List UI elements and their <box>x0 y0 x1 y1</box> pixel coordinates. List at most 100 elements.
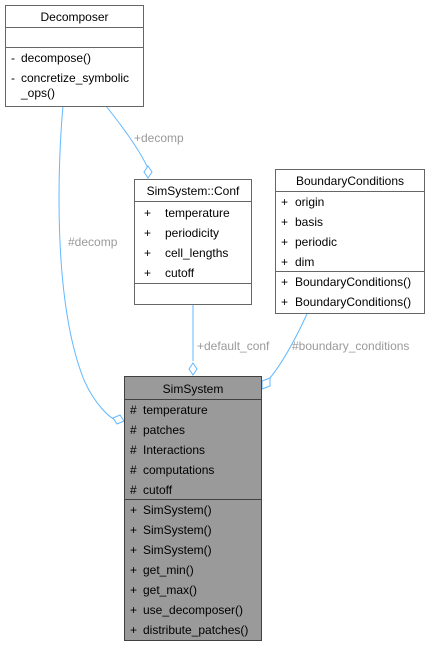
method-row: - decompose() <box>6 48 143 68</box>
method-name: distribute_patches() <box>143 623 249 637</box>
diamond-simsystem-boundary <box>261 377 271 390</box>
visibility-marker: + <box>130 543 138 557</box>
attributes-section: # temperature # patches # Interactions #… <box>125 400 261 500</box>
attribute-name: cutoff <box>165 266 195 280</box>
attribute-name: periodic <box>295 235 338 249</box>
attributes-section: + origin + basis + periodic + dim <box>276 192 424 272</box>
attribute-name: origin <box>295 195 325 209</box>
method-name: use_decomposer() <box>143 603 244 617</box>
class-boundary-conditions[interactable]: BoundaryConditions + origin + basis + pe… <box>275 169 425 314</box>
method-row: - concretize_symbolic _ops() <box>6 68 143 104</box>
diamond-simsystem-decomp <box>112 414 125 425</box>
visibility-marker: # <box>130 423 137 437</box>
method-row: + use_decomposer() <box>125 600 261 620</box>
visibility-marker: + <box>130 603 138 617</box>
methods-section <box>135 284 251 304</box>
method-name: SimSystem() <box>143 543 212 557</box>
class-title: Decomposer <box>6 6 143 28</box>
methods-section: + BoundaryConditions() + BoundaryConditi… <box>276 272 424 312</box>
methods-section: + SimSystem() + SimSystem() + SimSystem(… <box>125 500 261 640</box>
diamond-simsystem-default-conf <box>188 362 198 376</box>
attribute-name: patches <box>143 423 186 437</box>
attribute-name: cutoff <box>143 483 173 497</box>
visibility-marker: + <box>130 583 138 597</box>
method-name: get_max() <box>143 583 198 597</box>
visibility-marker: + <box>281 215 289 229</box>
attribute-row: # cutoff <box>125 480 261 500</box>
class-simsystem-conf[interactable]: SimSystem::Conf + temperature + periodic… <box>134 179 252 305</box>
attribute-row: + basis <box>276 212 424 232</box>
attribute-name: temperature <box>165 206 230 220</box>
method-row: + SimSystem() <box>125 540 261 560</box>
attribute-row: + cutoff <box>135 263 251 283</box>
methods-section: - decompose() - concretize_symbolic _ops… <box>6 48 143 104</box>
attribute-name: temperature <box>143 403 208 417</box>
method-row: + SimSystem() <box>125 500 261 520</box>
method-name: get_min() <box>143 563 194 577</box>
visibility-marker: # <box>130 443 137 457</box>
method-name: concretize_symbolic <box>21 71 130 85</box>
method-name: BoundaryConditions() <box>295 275 412 289</box>
visibility-marker: + <box>130 523 138 537</box>
edge-decomposer-to-simsystem <box>58 105 117 421</box>
visibility-marker: + <box>281 275 289 289</box>
method-name: SimSystem() <box>143 523 212 537</box>
edge-boundary-to-simsystem <box>269 313 308 379</box>
attribute-name: basis <box>295 215 324 229</box>
attribute-name: cell_lengths <box>165 246 229 260</box>
visibility-marker: + <box>281 235 289 249</box>
attribute-name: Interactions <box>143 443 206 457</box>
attribute-row: # computations <box>125 460 261 480</box>
attribute-name: periodicity <box>165 226 220 240</box>
visibility-marker: + <box>130 503 138 517</box>
visibility-marker: + <box>144 206 152 220</box>
edge-label-decomp-conf: +decomp <box>134 131 184 145</box>
attribute-row: + cell_lengths <box>135 243 251 263</box>
visibility-marker: # <box>130 463 137 477</box>
attribute-row: # Interactions <box>125 440 261 460</box>
method-name-continued: _ops() <box>21 86 56 100</box>
method-row: + BoundaryConditions() <box>276 272 424 292</box>
class-title: BoundaryConditions <box>276 170 424 192</box>
attribute-row: + temperature <box>135 203 251 223</box>
edge-label-default-conf: +default_conf <box>197 339 270 353</box>
method-name: SimSystem() <box>143 503 212 517</box>
method-row: + get_max() <box>125 580 261 600</box>
visibility-marker: + <box>130 563 138 577</box>
class-title: SimSystem::Conf <box>135 180 251 202</box>
method-name: decompose() <box>21 51 92 65</box>
attribute-name: computations <box>143 463 215 477</box>
visibility-marker: + <box>144 226 152 240</box>
attribute-row: + origin <box>276 192 424 212</box>
diamond-conf-decomp <box>143 165 153 179</box>
attributes-section <box>6 28 143 48</box>
visibility-marker: + <box>144 246 152 260</box>
method-row: + distribute_patches() <box>125 620 261 640</box>
edge-decomposer-to-conf <box>105 105 149 169</box>
method-row: + SimSystem() <box>125 520 261 540</box>
attribute-row: + dim <box>276 252 424 272</box>
visibility-marker: + <box>144 266 152 280</box>
class-decomposer[interactable]: Decomposer - decompose() - concretize_sy… <box>5 5 144 107</box>
class-title: SimSystem <box>125 377 261 400</box>
edge-label-boundary-conditions: #boundary_conditions <box>292 339 410 353</box>
attribute-row: + periodic <box>276 232 424 252</box>
visibility-marker: - <box>11 71 15 85</box>
visibility-marker: + <box>281 255 289 269</box>
attribute-row: # temperature <box>125 400 261 420</box>
attribute-name: dim <box>295 255 315 269</box>
method-name: BoundaryConditions() <box>295 295 412 309</box>
visibility-marker: + <box>281 195 289 209</box>
method-row: + BoundaryConditions() <box>276 292 424 312</box>
class-simsystem[interactable]: SimSystem # temperature # patches # Inte… <box>124 376 262 641</box>
attribute-row: + periodicity <box>135 223 251 243</box>
method-row: + get_min() <box>125 560 261 580</box>
visibility-marker: # <box>130 483 137 497</box>
attributes-section: + temperature + periodicity + cell_lengt… <box>135 202 251 284</box>
visibility-marker: + <box>130 623 138 637</box>
visibility-marker: - <box>11 51 15 65</box>
attribute-row: # patches <box>125 420 261 440</box>
visibility-marker: + <box>281 295 289 309</box>
edge-label-decomp-simsystem: #decomp <box>68 235 118 249</box>
